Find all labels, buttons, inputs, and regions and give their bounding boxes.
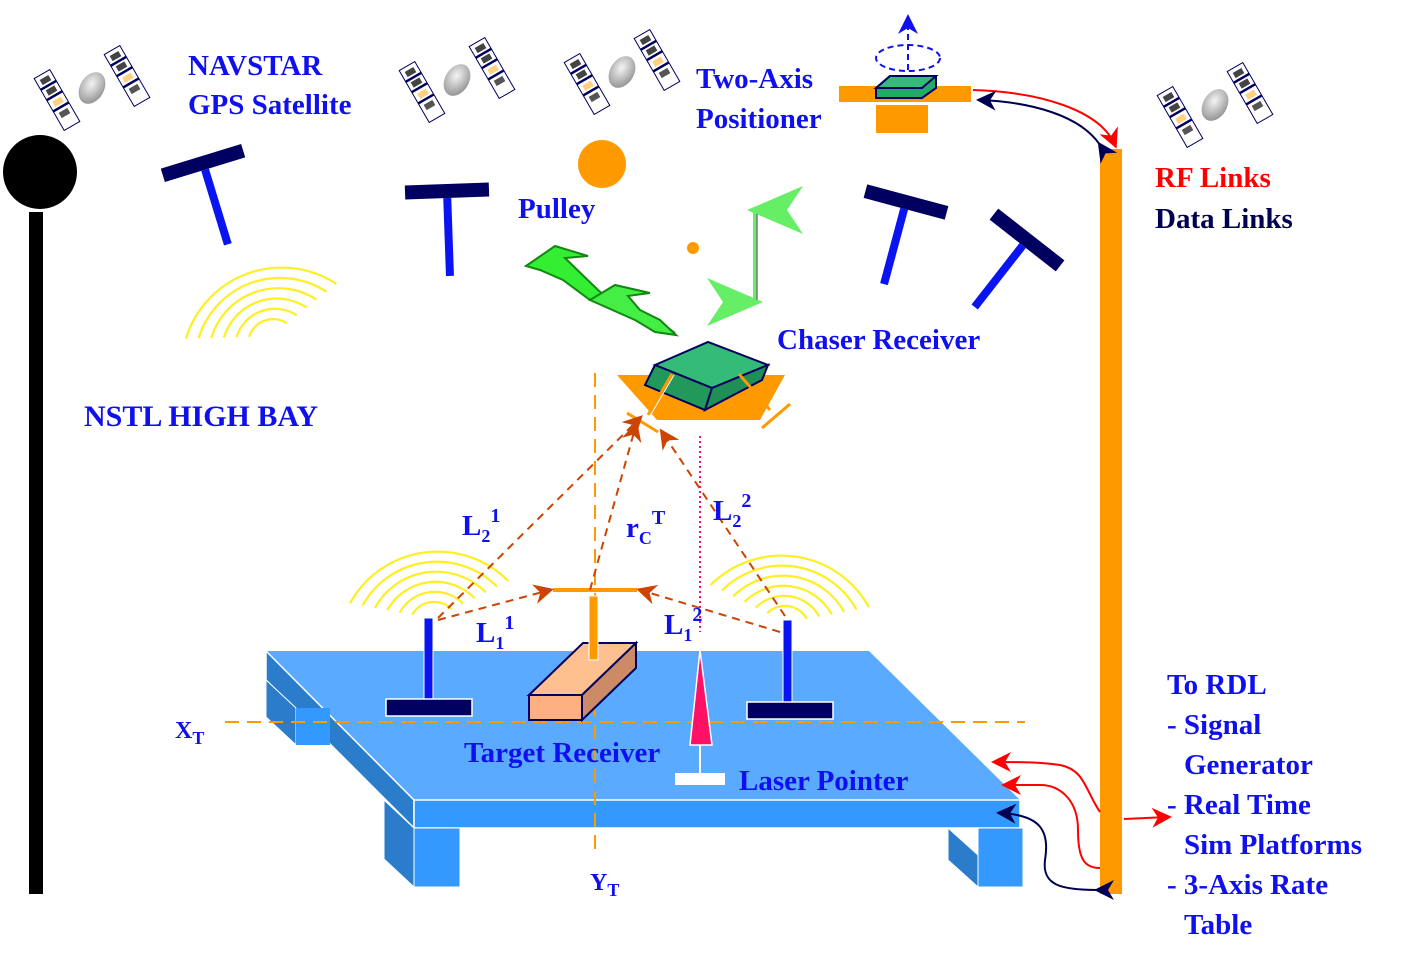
nstl-high-bay-label: NSTL HIGH BAY <box>84 400 318 433</box>
vector-sup: 2 <box>741 490 751 512</box>
vector-base: L <box>476 617 495 649</box>
legend-rf-links: RF Links <box>1155 162 1271 194</box>
rdl-item: Generator <box>1184 749 1313 781</box>
gps-antenna-icon <box>843 184 949 295</box>
table-antenna-left <box>385 617 473 717</box>
gps-satellite-label: GPS Satellite <box>188 89 352 121</box>
x-axis-label-sub: T <box>192 728 204 748</box>
data-link-arrow <box>976 90 1118 164</box>
laser-pointer-label: Laser Pointer <box>739 765 909 797</box>
gps-antenna-icon <box>160 144 269 257</box>
vector-label-rct: rCT <box>626 507 666 548</box>
rf-rack-bar <box>1100 149 1122 894</box>
y-axis-label: YT <box>590 870 619 900</box>
satellite-icon <box>34 46 150 131</box>
vector-base: r <box>626 512 639 544</box>
vector-base: L <box>462 510 481 542</box>
chaser-receiver-label: Chaser Receiver <box>777 324 980 356</box>
y-axis-label-base: Y <box>590 870 607 896</box>
rdl-item: Table <box>1184 909 1252 941</box>
positioner-label: Positioner <box>696 103 822 135</box>
vector-sup: 1 <box>490 505 500 527</box>
vector-lines <box>437 415 786 633</box>
navstar-label: NAVSTAR <box>188 50 323 82</box>
vector-sub: 2 <box>481 526 490 546</box>
satellite-icon <box>1157 63 1273 148</box>
vector-label-l1-2: L12 <box>664 604 702 645</box>
signal-waves-icon <box>171 245 345 359</box>
pulley-icon <box>578 140 626 188</box>
vector-label-l1-1: L11 <box>476 612 514 653</box>
vector-base: L <box>664 609 683 641</box>
vector-label-l2-1: L21 <box>462 505 500 546</box>
vector-l1-2 <box>636 585 781 633</box>
gps-antenna-icon <box>941 208 1065 333</box>
gps-antenna-icon <box>404 182 492 278</box>
rdl-item: - 3-Axis Rate <box>1167 869 1328 901</box>
target-receiver-box <box>526 640 639 723</box>
x-axis-label: XT <box>175 718 204 748</box>
data-link-arrow <box>996 803 1115 901</box>
vector-sub: 1 <box>683 625 692 645</box>
pulley-small-icon <box>687 242 699 254</box>
vector-sup: 2 <box>692 604 702 626</box>
target-receiver-label: Target Receiver <box>464 737 660 769</box>
vector-sub: 1 <box>495 633 504 653</box>
signal-waves-icon <box>343 540 513 625</box>
vector-sub: 2 <box>732 511 741 531</box>
rdl-title: To RDL <box>1167 669 1267 701</box>
y-axis-label-sub: T <box>607 880 619 900</box>
test-table <box>265 649 1024 889</box>
cable-icon <box>523 244 679 337</box>
target-cross-mount <box>553 588 637 661</box>
vector-sub: C <box>639 528 652 548</box>
chaser-receiver <box>617 340 791 434</box>
vector-base: L <box>713 495 732 527</box>
signal-waves-icon <box>706 544 876 629</box>
satellite-icon <box>399 38 515 123</box>
vector-label-l2-2: L22 <box>713 490 751 531</box>
vector-l1-1 <box>437 584 554 621</box>
pulley-label: Pulley <box>518 193 596 225</box>
vector-rct <box>589 421 642 591</box>
rf-link-arrow <box>991 752 1101 813</box>
rdl-item: Sim Platforms <box>1184 829 1362 861</box>
high-bay-pole <box>3 135 77 894</box>
two-axis-positioner <box>839 14 971 133</box>
satellite-icon <box>564 30 680 115</box>
vector-sup: T <box>652 507 666 529</box>
vector-l2-2 <box>659 428 786 617</box>
table-antenna-right <box>746 619 834 720</box>
x-axis-label-base: X <box>175 718 193 744</box>
rdl-item: - Real Time <box>1167 789 1311 821</box>
vector-sup: 1 <box>504 612 514 634</box>
two-axis-label: Two-Axis <box>696 63 813 95</box>
rf-link-arrow <box>1123 807 1172 828</box>
rdl-item: - Signal <box>1167 709 1261 741</box>
vector-l2-1 <box>437 415 643 619</box>
legend-data-links: Data Links <box>1155 203 1293 235</box>
laser-pointer-icon <box>675 649 725 785</box>
